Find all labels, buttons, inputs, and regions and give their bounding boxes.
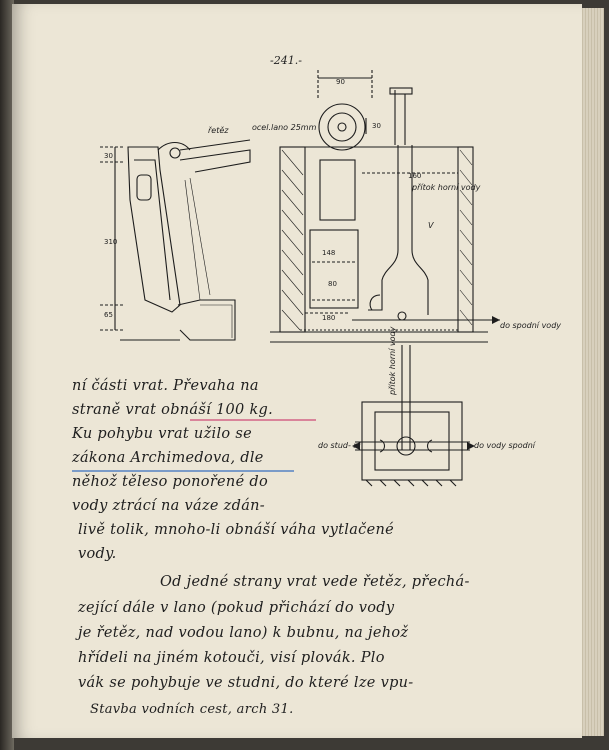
dim-148: 148 <box>322 249 335 257</box>
text-line: vody. <box>78 546 117 562</box>
dim-65: 65 <box>104 311 113 319</box>
book-spine <box>0 0 14 750</box>
text-line: vody ztrácí na váze zdán- <box>72 498 265 514</box>
page-footer: Stavba vodních cest, arch 31. <box>90 702 294 717</box>
right-well-figure <box>270 70 500 343</box>
small-label-inflow: přítok horní vody <box>388 326 397 396</box>
small-label-to-lower: do vody spodní <box>474 441 537 450</box>
dim-30-right: 30 <box>372 122 381 130</box>
dim-310: 310 <box>104 238 117 246</box>
label-inflow: přítok horní vody <box>411 183 481 192</box>
text-line: ní části vrat. Převaha na <box>72 378 259 394</box>
text-line: Ku pohybu vrat užilo se <box>72 426 252 442</box>
dim-180: 180 <box>322 314 335 322</box>
label-chain: řetěz <box>208 125 229 135</box>
text-line: vák se pohybuje ve studni, do které lze … <box>78 675 414 691</box>
text-line: livě tolik, mnoho-li obnáší váha vytlače… <box>78 522 394 538</box>
text-line: straně vrat obnáší 100 kg. <box>72 402 274 418</box>
text-line: hřídeli na jiném kotouči, visí plovák. P… <box>78 650 385 666</box>
dim-30-left: 30 <box>104 152 113 160</box>
red-underline <box>190 419 316 421</box>
small-label-to-well: do stud- ní <box>318 441 362 450</box>
text-line: zákona Archimedova, dle <box>72 450 264 466</box>
text-line: Od jedné strany vrat vede řetěz, přechá- <box>160 574 470 590</box>
blue-underline <box>72 470 294 472</box>
label-v: V <box>428 221 434 230</box>
text-line: zející dále v lano (pokud přichází do vo… <box>78 600 395 616</box>
page-number: -241.- <box>270 54 302 67</box>
book-page <box>12 4 582 738</box>
dim-160: 160 <box>408 172 421 180</box>
small-well-figure <box>355 345 470 487</box>
page-edges <box>580 8 604 736</box>
left-gate-figure <box>100 139 251 341</box>
dim-80: 80 <box>328 280 337 288</box>
text-line: je řetěz, nad vodou lano) k bubnu, na je… <box>78 625 409 641</box>
label-rope: ocel.lano 25mm <box>252 123 317 132</box>
label-outflow: do spodní vody <box>500 321 561 330</box>
text-line: něhož těleso ponořené do <box>72 474 268 490</box>
dim-90: 90 <box>336 78 345 86</box>
